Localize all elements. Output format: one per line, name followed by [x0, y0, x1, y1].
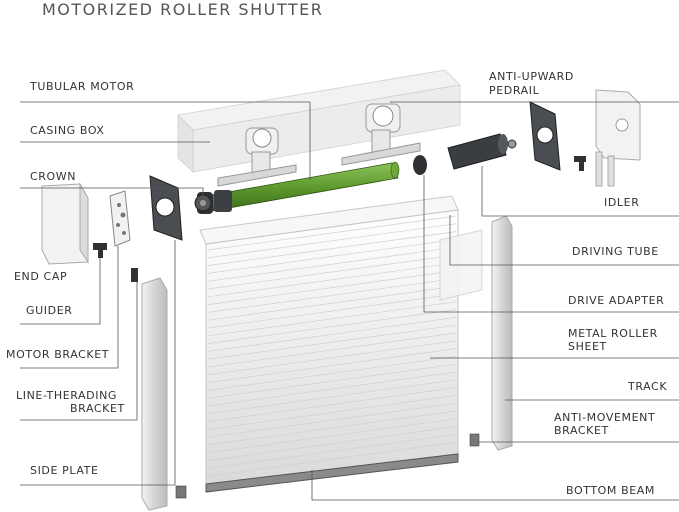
- slat-line: [207, 340, 457, 376]
- slat-line: [207, 434, 457, 469]
- slat-line: [207, 395, 457, 430]
- label-side-plate: SIDE PLATE: [30, 464, 99, 477]
- slat-line: [207, 301, 457, 337]
- metal-roller-sheet: [199, 195, 459, 493]
- label-anti-upward-pedrail-1: ANTI-UPWARD: [489, 70, 574, 83]
- slat-line: [207, 348, 457, 383]
- label-bottom-beam: BOTTOM BEAM: [566, 484, 656, 497]
- left-track: [141, 277, 187, 511]
- casing-mount-right: [341, 103, 421, 166]
- label-end-cap: END CAP: [14, 270, 68, 283]
- label-casing-box: CASING BOX: [30, 124, 105, 137]
- right-end-cap: [595, 89, 641, 187]
- label-track: TRACK: [628, 380, 668, 393]
- slat-line: [207, 402, 457, 438]
- slat-line: [207, 356, 457, 391]
- label-anti-upward-pedrail-2: PEDRAIL: [489, 84, 540, 97]
- slat-line: [207, 246, 457, 282]
- slat-line: [207, 441, 457, 477]
- label-metal-roller-sheet-1: METAL ROLLER: [568, 327, 658, 340]
- right-side-bracket: [529, 101, 586, 171]
- slat-line: [207, 418, 457, 454]
- slat-line: [207, 262, 457, 298]
- label-anti-movement-bracket-1: ANTI-MOVEMENT: [554, 411, 656, 424]
- diagram-title: MOTORIZED ROLLER SHUTTER: [42, 0, 324, 19]
- slat-line: [207, 426, 457, 461]
- slat-line: [207, 317, 457, 352]
- slat-line: [207, 285, 457, 321]
- right-track: [469, 215, 513, 451]
- label-line-threading-bracket-1: LINE-THERADING: [16, 389, 118, 402]
- leader-lines: [20, 101, 679, 501]
- roller-slats: [207, 215, 457, 477]
- slat-line: [207, 278, 457, 313]
- label-drive-adapter: DRIVE ADAPTER: [568, 294, 665, 307]
- label-crown: CROWN: [30, 170, 77, 183]
- slat-line: [207, 239, 457, 274]
- slat-line: [207, 231, 457, 266]
- guider: [93, 243, 107, 258]
- crown: [194, 194, 212, 212]
- slat-line: [207, 254, 457, 290]
- slat-line: [207, 223, 457, 259]
- label-anti-movement-bracket-2: BRACKET: [554, 424, 609, 437]
- label-motor-bracket: MOTOR BRACKET: [6, 348, 110, 361]
- label-guider: GUIDER: [26, 304, 73, 317]
- end-cap: [41, 182, 89, 265]
- casing-mount-left: [217, 127, 297, 187]
- slat-line: [207, 324, 457, 360]
- label-tubular-motor: TUBULAR MOTOR: [30, 80, 135, 93]
- slat-line: [207, 270, 457, 305]
- slat-line: [207, 387, 457, 422]
- motor-bracket: [109, 190, 131, 247]
- slat-line: [207, 309, 457, 344]
- drive-adapter: [413, 155, 427, 175]
- slat-line: [207, 332, 457, 368]
- tubular-motor: [197, 161, 400, 214]
- slat-line: [207, 410, 457, 446]
- label-metal-roller-sheet-2: SHEET: [568, 340, 607, 353]
- label-line-threading-bracket-2: BRACKET: [70, 402, 125, 415]
- motor-side-plate-bracket: [149, 175, 183, 241]
- slat-line: [207, 371, 457, 407]
- slat-line: [207, 379, 457, 415]
- label-driving-tube: DRIVING TUBE: [572, 245, 659, 258]
- label-idler: IDLER: [604, 196, 640, 209]
- slat-line: [207, 363, 457, 399]
- idler: [447, 133, 517, 170]
- bottom-beam-shape: [205, 453, 459, 493]
- slat-line: [207, 293, 457, 329]
- line-threading-bracket: [131, 268, 138, 282]
- slat-line: [207, 215, 457, 251]
